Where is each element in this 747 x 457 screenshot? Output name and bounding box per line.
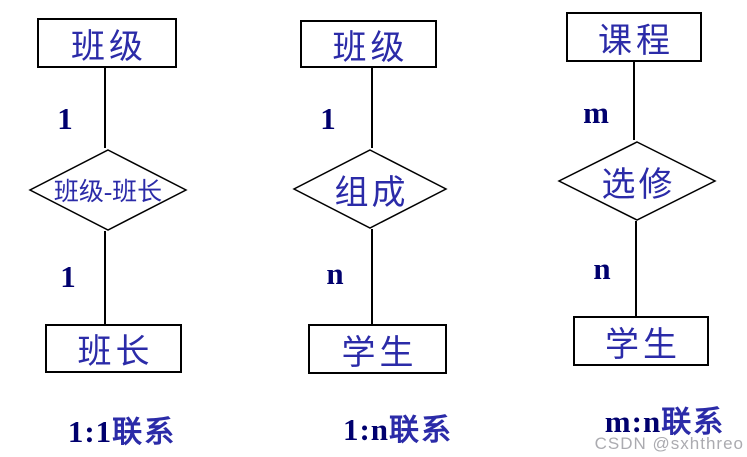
relationship-label: 组成 [334, 174, 409, 212]
entity-box-student-1: 学生 [308, 324, 447, 374]
caption-ratio: m:n [604, 404, 662, 439]
diamond-shape [28, 149, 188, 231]
relationship-diamond-elective: 选修 [557, 140, 717, 222]
relationship-label: 班级-班长 [53, 179, 163, 206]
cardinality-label: 1 [60, 259, 76, 294]
cardinality-label: 1 [320, 101, 336, 136]
entity-box-monitor: 班长 [45, 324, 182, 373]
connector-line [635, 221, 637, 316]
entity-box-class-1: 班级 [37, 18, 177, 68]
connector-line [104, 231, 106, 324]
caption-1-1: 1:1联系 [37, 416, 207, 448]
connector-line [371, 229, 373, 324]
entity-box-student-2: 学生 [573, 316, 709, 366]
diamond-shape [557, 141, 717, 221]
caption-suffix: 联系 [661, 406, 726, 439]
entity-box-class-2: 班级 [300, 20, 437, 68]
cardinality-label: n [593, 251, 611, 286]
relationship-diamond-compose: 组成 [292, 148, 448, 230]
csdn-watermark: CSDN @sxhthreo [594, 434, 744, 453]
caption-ratio: 1:n [342, 412, 390, 447]
connector-line [633, 62, 635, 140]
relationship-diamond-class-monitor: 班级-班长 [28, 148, 188, 232]
connector-line [104, 68, 106, 148]
caption-1-n: 1:n联系 [313, 414, 483, 446]
entity-box-course: 课程 [566, 12, 702, 62]
cardinality-label: n [326, 256, 344, 291]
caption-m-n: m:n联系 [580, 406, 747, 438]
relationship-label: 选修 [601, 166, 676, 204]
caption-ratio: 1:1 [67, 414, 113, 449]
connector-line [371, 68, 373, 148]
diamond-shape [292, 149, 448, 229]
caption-suffix: 联系 [389, 414, 454, 447]
cardinality-label: m [583, 95, 609, 130]
cardinality-label: 1 [57, 101, 73, 136]
caption-suffix: 联系 [112, 416, 177, 449]
